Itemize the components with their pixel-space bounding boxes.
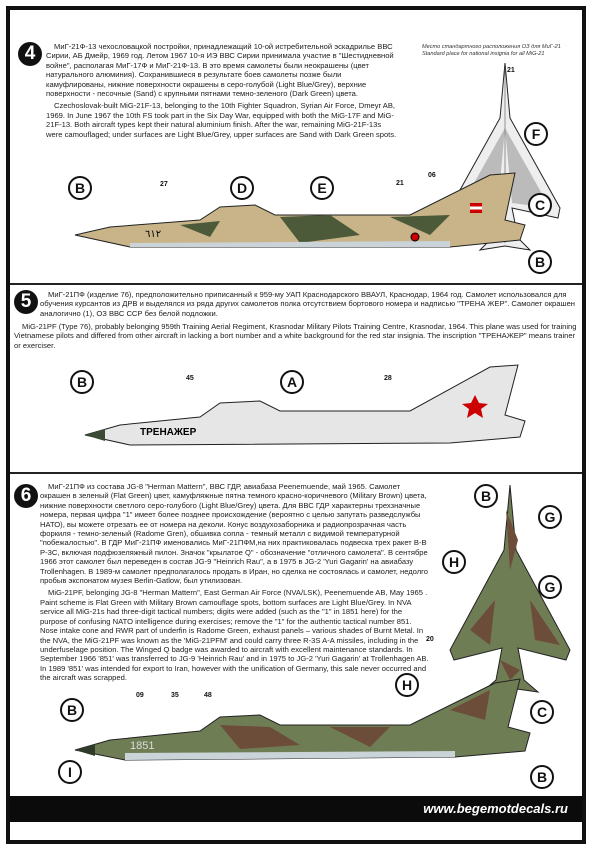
section-5-description-en: MiG-21PF (Type 76), probably belonging 9… [14,322,580,353]
section-5-text-en: MiG-21PF (Type 76), probably belonging 9… [14,322,577,350]
section-divider [10,283,582,285]
tail-code: ٦١٢ [145,229,161,240]
section-6-description: МиГ-21ПФ из состава JG-8 "Herman Mattern… [40,482,430,686]
nose-inscription: ТРЕНАЖЕР [140,427,197,438]
section-5-badge: 5 [14,290,38,314]
callout-h: H [442,550,466,574]
insignia-note: Место стандартного расположения ОЗ для М… [422,44,582,58]
page-frame [6,6,586,844]
section-4-badge: 4 [18,42,42,66]
decal-number: 45 [186,375,194,382]
decal-number: 20 [426,636,434,643]
callout-b: B [70,370,94,394]
section-4-description: МиГ-21Ф-13 чехословацкой постройки, прин… [46,42,398,142]
callout-c: C [530,700,554,724]
website-link[interactable]: www.begemotdecals.ru [423,801,568,816]
callout-i: I [58,760,82,784]
side-view-aircraft-4: ٦١٢ [74,172,526,248]
tactical-number: 1851 [130,740,154,752]
decal-number: 09 [136,692,144,699]
decal-number: 35 [171,692,179,699]
decal-number: 27 [160,181,168,188]
callout-b: B [68,176,92,200]
section-4-text-en: Czechoslovak-built MiG-21F-13, belonging… [46,101,397,139]
section-6-text-ru: МиГ-21ПФ из состава JG-8 "Herman Mattern… [40,482,428,586]
footer-bar: www.begemotdecals.ru [10,796,582,822]
callout-c: C [528,193,552,217]
section-6-badge: 6 [14,484,38,508]
side-view-aircraft-5: ТРЕНАЖЕР [84,364,526,446]
callout-b: B [474,484,498,508]
callout-g: G [538,575,562,599]
decal-number: 21 [507,67,515,74]
callout-a: A [280,370,304,394]
callout-b: B [530,765,554,789]
decal-number: 48 [204,692,212,699]
callout-h: H [395,673,419,697]
callout-e: E [310,176,334,200]
section-5-description: МиГ-21ПФ (изделие 76), предположительно … [40,290,580,321]
callout-b: B [528,250,552,274]
section-4-text-ru: МиГ-21Ф-13 чехословацкой постройки, прин… [46,42,394,99]
section-5-text-ru: МиГ-21ПФ (изделие 76), предположительно … [40,290,575,318]
decal-number: 28 [384,375,392,382]
callout-f: F [524,122,548,146]
section-divider [10,472,582,474]
insignia-note-en: Standard place for national insignia for… [422,51,545,57]
decal-number: 06 [428,172,436,179]
insignia-note-ru: Место стандартного расположения ОЗ для М… [422,44,561,50]
decal-number: 21 [396,180,404,187]
callout-b: B [60,698,84,722]
section-6-text-en: MiG-21PF, belonging JG-8 "Herman Mattern… [40,588,429,683]
callout-d: D [230,176,254,200]
side-view-aircraft-6: 1851 [74,678,531,761]
callout-g: G [538,505,562,529]
